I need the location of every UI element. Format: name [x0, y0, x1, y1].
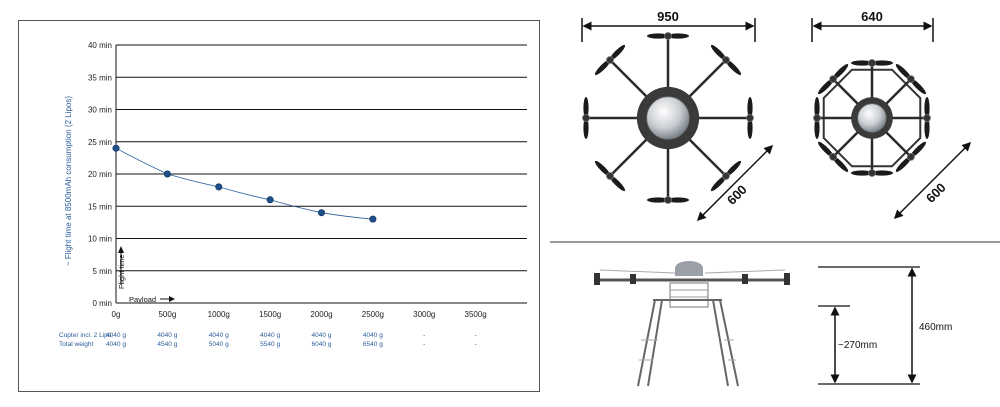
x-tick-label: 2500g	[362, 310, 384, 319]
dome	[857, 103, 887, 133]
y-tick-label: 35 min	[88, 73, 112, 82]
gear-height-label: ~270mm	[838, 340, 877, 351]
propeller	[813, 97, 821, 139]
octo-width-label: 950	[657, 9, 679, 24]
octocopter-body	[582, 32, 754, 204]
data-point	[163, 170, 171, 178]
table-cell: 4040 g	[157, 332, 177, 339]
data-point	[215, 183, 223, 191]
propeller	[851, 59, 893, 67]
table-cell: 4040 g	[363, 332, 383, 339]
x-tick-label: 3000g	[413, 310, 435, 319]
table-cell: -	[475, 332, 477, 339]
chart-panel: 0 min 5 min 10 min 15 min 20 min 25 min 30 min…	[18, 20, 540, 392]
table-cell: 6540 g	[363, 341, 383, 348]
table-cell: 4040 g	[106, 341, 126, 348]
propeller	[647, 196, 689, 204]
data-point	[317, 209, 325, 217]
propeller	[594, 44, 626, 76]
y-tick-label: 0 min	[92, 299, 112, 308]
y-ticks: 0 min 5 min 10 min 15 min 20 min 25 min 30 min…	[88, 41, 112, 308]
propeller	[647, 32, 689, 40]
propeller	[851, 169, 893, 177]
propeller	[582, 97, 590, 139]
x8-top-view: 640 600	[811, 9, 972, 220]
table-cell: 4040 g	[209, 332, 229, 339]
y-tick-label: 15 min	[88, 202, 112, 211]
x8-diagonal-label: 600	[923, 180, 949, 206]
table-cell: -	[423, 341, 425, 348]
table-cell: 4040 g	[312, 332, 332, 339]
propeller	[746, 97, 754, 139]
table-row-label: Total weight	[59, 341, 94, 348]
grid	[115, 44, 527, 304]
propeller	[710, 44, 742, 76]
table-cell: 4040 g	[106, 332, 126, 339]
table-cell: -	[423, 332, 425, 339]
propeller	[895, 64, 926, 95]
x-tick-label: 1000g	[208, 310, 230, 319]
y-tick-label: 30 min	[88, 106, 112, 115]
propeller	[818, 141, 849, 172]
data-point	[266, 196, 274, 204]
series	[112, 144, 377, 223]
flight-time-chart: 0 min 5 min 10 min 15 min 20 min 25 min 30 min…	[59, 41, 527, 348]
flight-time-annotation: Flight time	[117, 254, 126, 289]
x8-width-label: 640	[861, 9, 883, 24]
flight-time-arrow: Flight time	[117, 246, 126, 289]
table-cell: 5040 g	[209, 341, 229, 348]
y-axis-label: ~ Flight time at 8500mAh consumption (2 …	[64, 96, 73, 266]
payload-annotation: Payload	[129, 295, 156, 304]
y-tick-label: 40 min	[88, 41, 112, 50]
side-view: ~270mm 460mm	[594, 261, 952, 387]
total-height-label: 460mm	[919, 322, 952, 333]
series-line	[115, 147, 373, 220]
x-tick-label: 0g	[112, 310, 121, 319]
propeller	[818, 64, 849, 95]
table-row-label: Copter incl. 2 Lipo	[59, 332, 112, 339]
x-tick-label: 500g	[158, 310, 176, 319]
table-cell: 4540 g	[157, 341, 177, 348]
x-tick-label: 2000g	[310, 310, 332, 319]
drone-diagrams: 950 600 640 600	[550, 9, 1000, 387]
propeller	[594, 160, 626, 192]
data-point	[369, 215, 377, 223]
table-cell: -	[475, 341, 477, 348]
x-ticks: 0g 500g 1000g 1500g 2000g 2500g 3000g 3500g	[112, 310, 487, 319]
y-tick-label: 20 min	[88, 170, 112, 179]
propeller	[923, 97, 931, 139]
y-tick-label: 10 min	[88, 235, 112, 244]
table-cell: 5540 g	[260, 341, 280, 348]
dome	[646, 96, 690, 140]
x-tick-label: 1500g	[259, 310, 281, 319]
table-cell: 4040 g	[260, 332, 280, 339]
table-cell: 6040 g	[312, 341, 332, 348]
octocopter-top-view: 950 600	[581, 9, 774, 222]
payload-arrow: Payload	[129, 295, 175, 304]
octo-diagonal-label: 600	[724, 182, 750, 208]
x8-body	[813, 59, 931, 177]
x-tick-label: 3500g	[465, 310, 487, 319]
data-point	[112, 144, 120, 152]
y-tick-label: 5 min	[92, 267, 112, 276]
y-tick-label: 25 min	[88, 138, 112, 147]
